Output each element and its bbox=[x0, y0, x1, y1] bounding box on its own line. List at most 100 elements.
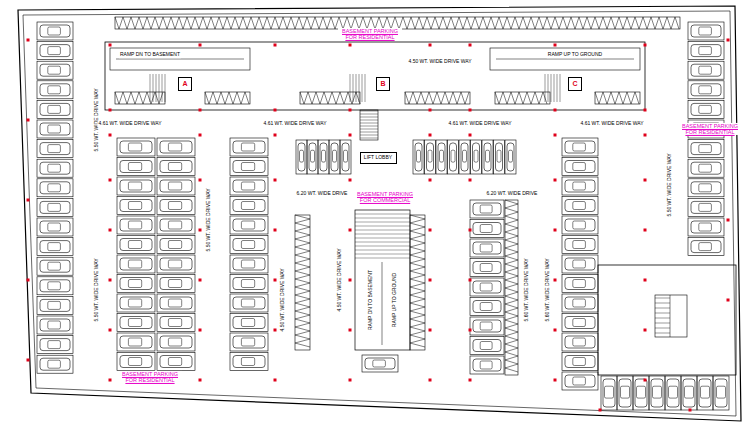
car-bay bbox=[425, 140, 436, 174]
column bbox=[349, 379, 352, 382]
column bbox=[199, 229, 202, 232]
stair-tread bbox=[655, 313, 670, 314]
car-bay bbox=[117, 158, 155, 176]
ramp-up bbox=[490, 48, 640, 70]
column bbox=[689, 409, 692, 412]
dimension-label: 5.50 WT. WIDE DRIVE WAY bbox=[94, 257, 100, 322]
core-label: C bbox=[572, 80, 577, 87]
car-bay bbox=[470, 239, 504, 257]
dimension-label: 5.50 WT. WIDE DRIVE WAY bbox=[94, 87, 100, 152]
car-bay bbox=[617, 376, 633, 410]
car-bay bbox=[37, 355, 73, 373]
column bbox=[469, 279, 472, 282]
column bbox=[554, 109, 557, 112]
car-bay bbox=[688, 179, 724, 197]
ramp-tread bbox=[355, 258, 410, 259]
column bbox=[554, 44, 557, 47]
stair-outline bbox=[360, 110, 378, 140]
car-bay bbox=[117, 236, 155, 254]
car-bay bbox=[562, 197, 598, 215]
car-bay bbox=[37, 277, 73, 295]
car-bay bbox=[688, 81, 724, 99]
car-bay bbox=[37, 238, 73, 256]
car-bay bbox=[562, 216, 598, 234]
car-bay bbox=[157, 255, 195, 273]
column bbox=[469, 229, 472, 232]
column bbox=[644, 329, 647, 332]
car-bay bbox=[688, 100, 724, 118]
column bbox=[727, 299, 730, 302]
car-bay bbox=[562, 294, 598, 312]
car-bay bbox=[117, 333, 155, 351]
wall-hatch bbox=[495, 92, 550, 104]
ramp-arrow bbox=[496, 59, 634, 60]
column bbox=[349, 109, 352, 112]
car-bay bbox=[562, 138, 598, 156]
car-bay bbox=[470, 317, 504, 335]
column bbox=[554, 329, 557, 332]
ramp-tread bbox=[355, 226, 410, 227]
zone-label: BASEMENT PARKING FOR RESIDENTIAL bbox=[338, 28, 402, 40]
column bbox=[644, 134, 647, 137]
core-box: C bbox=[568, 77, 582, 91]
column bbox=[644, 279, 647, 282]
car-bay bbox=[713, 376, 729, 410]
stair-tread bbox=[655, 318, 670, 319]
column bbox=[469, 379, 472, 382]
ramp-tread bbox=[355, 246, 410, 247]
stair-tread bbox=[655, 323, 670, 324]
column bbox=[349, 44, 352, 47]
dimension-label: RAMP DN TO BASEMENT bbox=[119, 52, 181, 58]
dimension-label: 4.50 WT. WIDE DRIVE WAY bbox=[280, 267, 286, 332]
column bbox=[109, 179, 112, 182]
car-bay bbox=[470, 259, 504, 277]
car-bay bbox=[37, 140, 73, 158]
car-bay bbox=[230, 158, 268, 176]
ramp-tread bbox=[355, 238, 410, 239]
car-bay bbox=[117, 255, 155, 273]
ramp-tread bbox=[355, 230, 410, 231]
car-bay bbox=[230, 275, 268, 293]
stair-tread bbox=[655, 298, 670, 299]
car-bay bbox=[307, 140, 318, 174]
ramp-tread bbox=[355, 250, 410, 251]
car-bay bbox=[688, 159, 724, 177]
dimension-label: 4.61 WT. WIDE DRIVE WAY bbox=[97, 121, 162, 127]
column bbox=[429, 379, 432, 382]
car-bay bbox=[665, 376, 681, 410]
car-bay bbox=[562, 158, 598, 176]
stair-divider bbox=[670, 295, 671, 337]
stair-symbol bbox=[360, 111, 378, 138]
car-bay bbox=[157, 138, 195, 156]
car-bay bbox=[562, 236, 598, 254]
car-bay bbox=[37, 81, 73, 99]
car-bay bbox=[470, 278, 504, 296]
car-bay bbox=[413, 140, 424, 174]
column bbox=[469, 109, 472, 112]
car-bay bbox=[157, 333, 195, 351]
car-bay bbox=[318, 140, 329, 174]
car-bay bbox=[37, 100, 73, 118]
column-markers bbox=[27, 39, 730, 412]
car-bay bbox=[37, 257, 73, 275]
stair-symbol bbox=[350, 74, 365, 102]
car-bay bbox=[688, 238, 724, 256]
column bbox=[274, 329, 277, 332]
wall-hatch bbox=[405, 92, 470, 104]
column bbox=[274, 44, 277, 47]
stair-symbol bbox=[545, 74, 560, 102]
car-bay bbox=[157, 314, 195, 332]
wall-hatch bbox=[115, 92, 165, 104]
wall-hatch bbox=[300, 92, 360, 104]
car-bay bbox=[688, 198, 724, 216]
column bbox=[429, 179, 432, 182]
boundary-wall bbox=[18, 6, 741, 421]
column bbox=[554, 279, 557, 282]
car-bay bbox=[697, 376, 713, 410]
car-bay bbox=[157, 197, 195, 215]
core-box: B bbox=[376, 77, 390, 91]
column bbox=[429, 109, 432, 112]
dimension-label: 4.61 WT. WIDE DRIVE WAY bbox=[262, 121, 327, 127]
car-bay bbox=[362, 355, 398, 372]
